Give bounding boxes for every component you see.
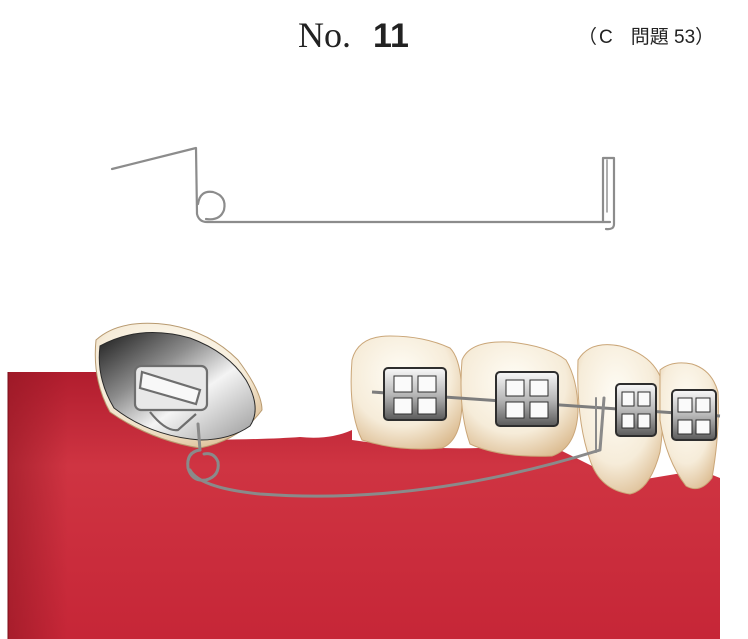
installed-wire <box>186 396 606 498</box>
reference-letter: C <box>599 27 613 48</box>
number-prefix: No. <box>298 15 351 55</box>
header-reference: （C 問題 53） <box>578 22 714 49</box>
bracket-3 <box>615 383 657 437</box>
number-value: 11 <box>373 17 409 55</box>
molar-band-with-tube <box>94 322 263 449</box>
bracket-2 <box>495 371 559 427</box>
gingiva <box>7 372 720 639</box>
bracket-1 <box>383 367 447 421</box>
bracket-4 <box>671 389 717 441</box>
reference-open-paren: （ <box>578 27 598 48</box>
header-number: No. 11 <box>298 14 409 56</box>
reference-question: 問題 53） <box>630 27 715 48</box>
wire-appliance <box>110 146 616 231</box>
